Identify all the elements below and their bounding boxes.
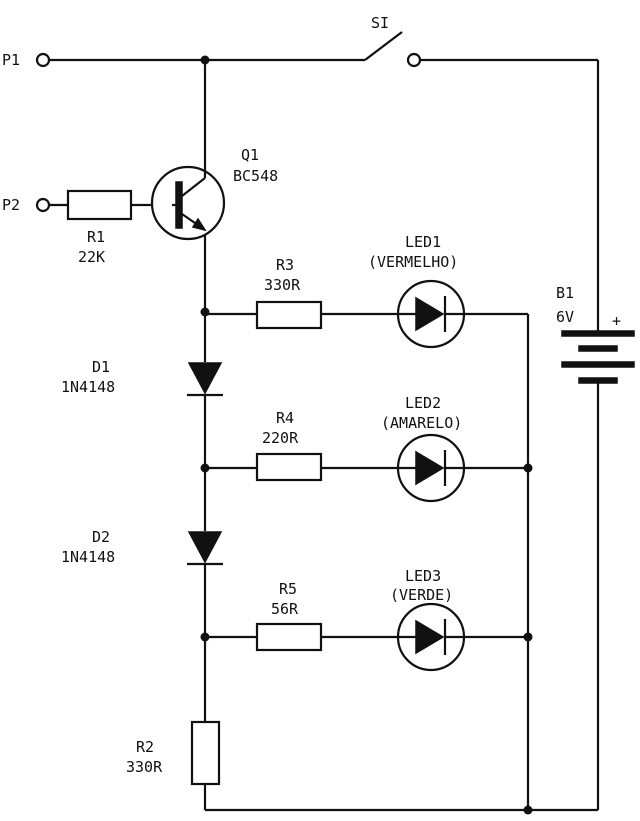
- led-1-ref: LED1: [405, 233, 441, 251]
- transistor-part: BC548: [233, 167, 278, 185]
- resistor-r2: R2 330R: [126, 720, 221, 786]
- terminal-p1-label: P1: [2, 51, 20, 69]
- terminal-p2: P2: [2, 196, 51, 214]
- resistor-r2-value: 330R: [126, 758, 163, 776]
- led-2-ref: LED2: [405, 394, 441, 412]
- led-1-color: (VERMELHO): [368, 253, 458, 271]
- battery-voltage: 6V: [556, 308, 574, 326]
- junction-node: [523, 805, 533, 815]
- junction-node: [200, 307, 210, 317]
- led-3-color: (VERDE): [390, 586, 453, 604]
- resistor-r2-ref: R2: [136, 738, 154, 756]
- diode-d1: D1 1N4148: [61, 358, 223, 397]
- diode-d1-ref: D1: [92, 358, 110, 376]
- resistor-r5-value: 56R: [271, 600, 299, 618]
- resistor-r4-ref: R4: [276, 409, 294, 427]
- terminal-p2-label: P2: [2, 196, 20, 214]
- diode-d2: D2 1N4148: [61, 528, 223, 566]
- resistor-r1-value: 22K: [78, 248, 105, 266]
- junction-node: [200, 55, 210, 65]
- resistor-r3: R3 330R: [255, 256, 323, 330]
- diode-d2-ref: D2: [92, 528, 110, 546]
- resistor-r3-value: 330R: [264, 276, 301, 294]
- resistor-r4: R4 220R: [255, 409, 323, 482]
- switch-si: SI: [364, 14, 422, 68]
- transistor-q1: Q1 BC548: [150, 146, 278, 241]
- battery-b1: B1 6V +: [556, 284, 635, 384]
- led-2: LED2 (AMARELO): [381, 394, 466, 503]
- junction-node: [523, 463, 533, 473]
- resistor-r1: R1 22K: [66, 189, 133, 266]
- switch-label: SI: [371, 14, 389, 32]
- led-3-ref: LED3: [405, 567, 441, 585]
- led-2-color: (AMARELO): [381, 414, 462, 432]
- battery-plus-sign: +: [612, 312, 621, 330]
- led-1: LED1 (VERMELHO): [368, 233, 466, 349]
- junction-node: [200, 463, 210, 473]
- resistor-r5: R5 56R: [255, 580, 323, 652]
- battery-ref: B1: [556, 284, 574, 302]
- led-3: LED3 (VERDE): [390, 567, 466, 672]
- transistor-ref: Q1: [241, 146, 259, 164]
- junction-node: [523, 632, 533, 642]
- diode-d1-part: 1N4148: [61, 378, 115, 396]
- resistor-r1-ref: R1: [87, 228, 105, 246]
- junction-nodes: [200, 55, 533, 815]
- wires: [49, 58, 600, 812]
- resistor-r5-ref: R5: [279, 580, 297, 598]
- terminal-p1: P1: [2, 51, 51, 69]
- resistor-r3-ref: R3: [276, 256, 294, 274]
- resistor-r4-value: 220R: [262, 429, 299, 447]
- diode-d2-part: 1N4148: [61, 548, 115, 566]
- junction-node: [200, 632, 210, 642]
